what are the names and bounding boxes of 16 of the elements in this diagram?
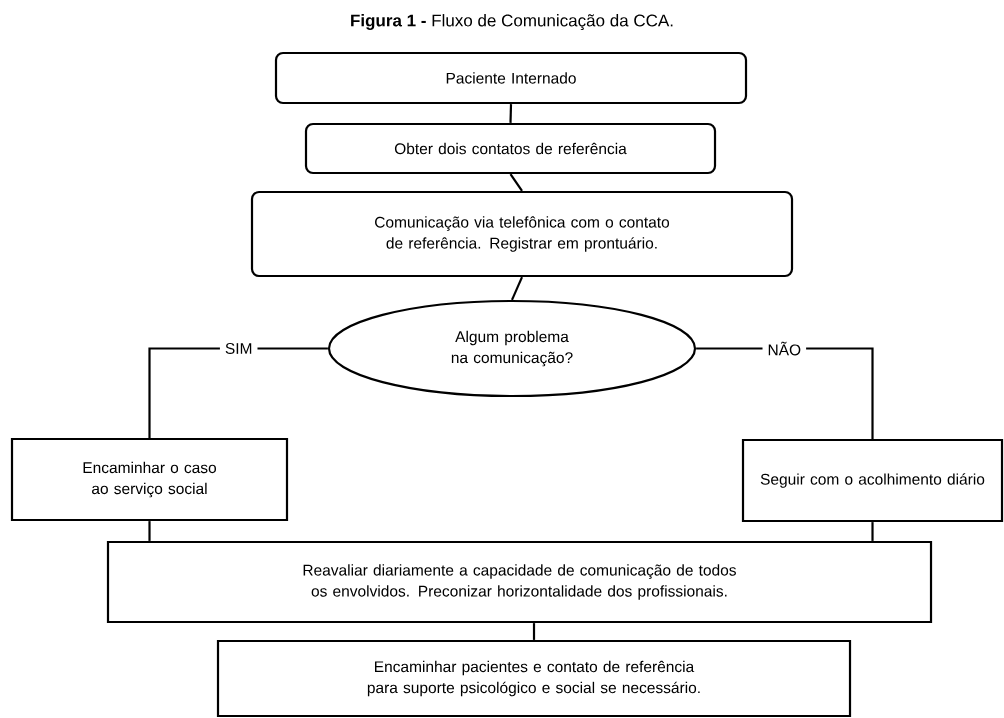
connector-line [509, 104, 513, 123]
connector-line [532, 623, 536, 640]
edge-label: NÃO [762, 336, 807, 361]
process-box: Seguir com o acolhimento diário [741, 438, 1004, 523]
process-box: Encaminhar pacientes e contato de referência para suporte psicológico e social se necessário. [216, 639, 852, 718]
process-box: Comunicação via telefônica com o contato de referência. Registrar em prontuário. [250, 190, 794, 278]
connector-line [511, 276, 523, 301]
figure-title: Figura 1 - Fluxo de Comunicação da CCA. [351, 14, 673, 30]
process-box: Obter dois contatos de referência [304, 122, 717, 175]
connector-line [871, 522, 874, 541]
process-box: Paciente Internado [274, 51, 748, 105]
connector-line [148, 521, 151, 541]
process-box: Reavaliar diariamente a capacidade de comunicação de todos os envolvidos. Preconizar horizontalidade dos profissionais. [106, 540, 933, 624]
process-box: Encaminhar o caso ao serviço social [10, 437, 289, 522]
edge-label: SIM [219, 338, 258, 359]
connector-line [509, 173, 523, 192]
